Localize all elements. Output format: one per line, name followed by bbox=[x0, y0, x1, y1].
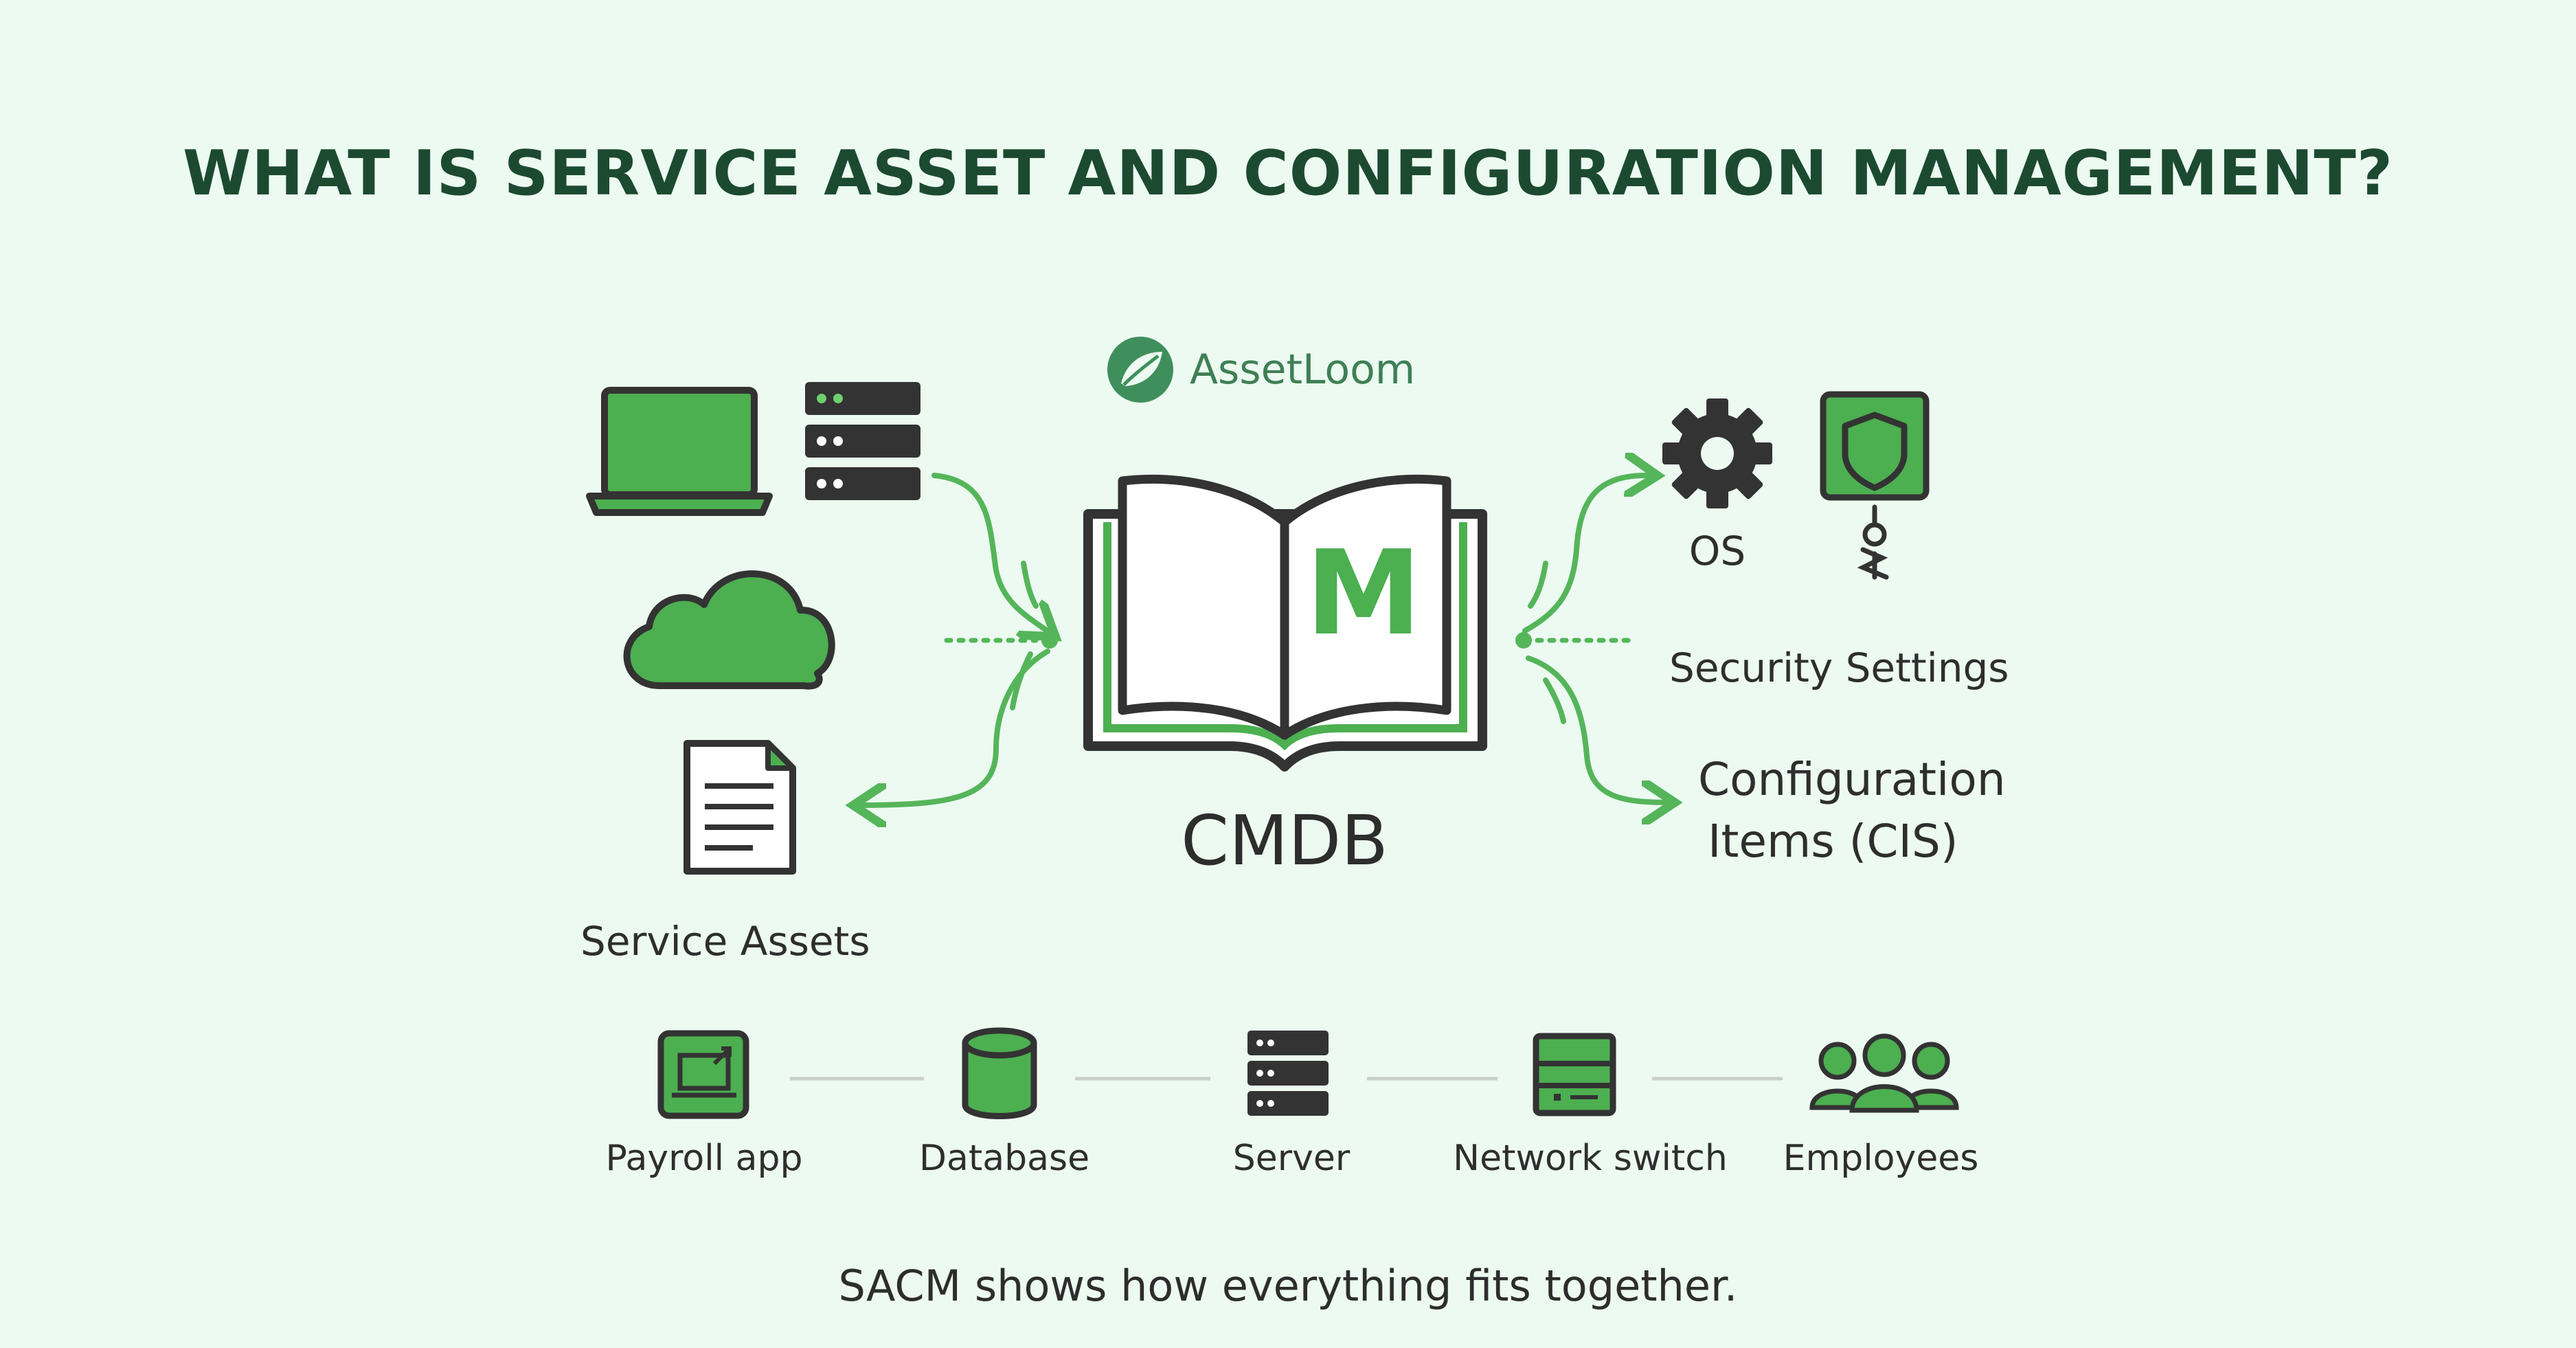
configuration-items-label-line1: Configuration bbox=[1698, 753, 2006, 806]
book-icon bbox=[1083, 475, 1487, 772]
ribbon-icon bbox=[1857, 504, 1889, 580]
laptop-icon bbox=[586, 387, 773, 516]
configuration-items-label-line2: Items (CIS) bbox=[1708, 815, 1958, 868]
left-connectors bbox=[859, 473, 1051, 805]
book-letter: M bbox=[1305, 526, 1421, 662]
right-connectors bbox=[1522, 475, 1669, 802]
os-label: OS bbox=[1688, 528, 1746, 574]
cloud-icon bbox=[623, 570, 835, 690]
brand-name: AssetLoom bbox=[1190, 346, 1416, 394]
gear-icon bbox=[1662, 398, 1772, 508]
leaf-logo-icon bbox=[1107, 337, 1173, 403]
cmdb-label: CMDB bbox=[1181, 800, 1388, 881]
service-assets-label: Service Assets bbox=[580, 918, 870, 965]
network-switch-icon bbox=[1533, 1033, 1616, 1116]
employees-icon bbox=[1809, 1033, 1959, 1113]
left-junction-dot bbox=[1041, 632, 1058, 649]
payroll-app-icon bbox=[657, 1030, 749, 1119]
server-icon bbox=[1247, 1031, 1329, 1116]
document-icon bbox=[683, 740, 796, 875]
chain-label-payroll-app: Payroll app bbox=[605, 1138, 803, 1179]
brand-logo: AssetLoom bbox=[1106, 335, 1415, 404]
right-junction-dot bbox=[1515, 632, 1532, 649]
server-rack-icon bbox=[805, 382, 920, 500]
chain-label-employees: Employees bbox=[1783, 1138, 1979, 1179]
database-icon bbox=[962, 1027, 1037, 1119]
shield-icon bbox=[1820, 391, 1930, 501]
chain-label-network-switch: Network switch bbox=[1453, 1138, 1728, 1179]
footer-caption: SACM shows how everything fits together. bbox=[838, 1261, 1738, 1311]
page-title: WHAT IS SERVICE ASSET AND CONFIGURATION … bbox=[182, 137, 2393, 210]
security-settings-label: Security Settings bbox=[1669, 644, 2009, 691]
chain-label-database: Database bbox=[918, 1138, 1090, 1179]
chain-label-server: Server bbox=[1232, 1138, 1351, 1179]
